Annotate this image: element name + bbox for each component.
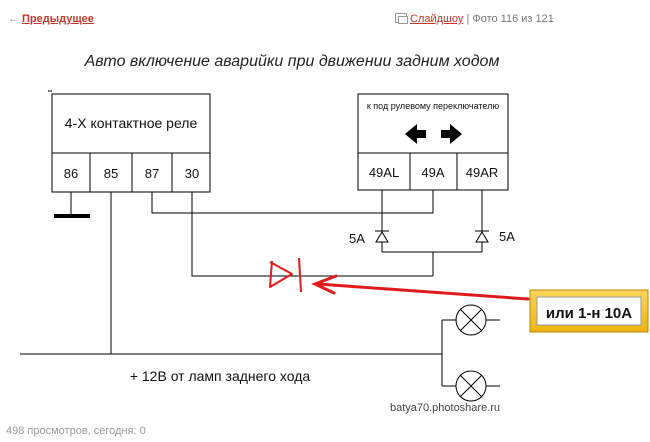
added-diode-red: [269, 257, 302, 293]
slideshow-bar: Слайдшоу | Фото 116 из 121: [395, 13, 554, 25]
previous-label[interactable]: Предыдущее: [22, 13, 94, 25]
lamp-bottom: [455, 370, 487, 402]
switch-pin-49a: 49A: [421, 165, 444, 180]
turn-arrows-icon: [405, 124, 462, 144]
fuse-left-label: 5A: [349, 231, 365, 246]
switch-pin-49ar: 49AR: [466, 165, 499, 180]
previous-link[interactable]: ←Предыдущее: [8, 13, 94, 25]
relay-pin-86: 86: [64, 166, 78, 181]
relay: [48, 90, 211, 193]
relay-pin-30: 30: [185, 166, 199, 181]
supply-label: + 12В от ламп заднего хода: [130, 368, 311, 384]
switch-label: к под рулевому переключателю: [367, 101, 500, 111]
diode-left: [375, 230, 389, 243]
slideshow-link[interactable]: Слайдшоу: [410, 13, 464, 25]
slideshow-icon[interactable]: [395, 13, 408, 24]
relay-label: 4-Х контактное реле: [65, 115, 198, 131]
callout-box: [529, 289, 649, 333]
diode-right: [475, 230, 489, 243]
views-counter: 498 просмотров, сегодня: 0: [6, 425, 146, 437]
diagram-title: Авто включение аварийки при движении зад…: [84, 53, 500, 70]
callout-text: или 1-н 10А: [546, 305, 632, 322]
relay-pin-87: 87: [145, 166, 159, 181]
switch-pin-49al: 49AL: [369, 165, 399, 180]
wiring-diagram: Авто включение аварийки при движении зад…: [20, 53, 649, 414]
ground-symbol: [54, 192, 90, 218]
callout-arrow: [311, 274, 530, 301]
watermark: batya70.photoshare.ru: [390, 402, 500, 414]
relay-pin-85: 85: [104, 166, 118, 181]
lamp-top: [455, 304, 487, 336]
fuse-right-label: 5A: [499, 229, 515, 244]
wires: [20, 190, 500, 387]
back-arrow-icon: ←: [8, 13, 19, 25]
top-nav: ←Предыдущее Слайдшоу | Фото 116 из 121: [0, 0, 650, 30]
nav-separator: |: [466, 13, 470, 25]
photo-counter: Фото 116 из 121: [472, 13, 554, 25]
